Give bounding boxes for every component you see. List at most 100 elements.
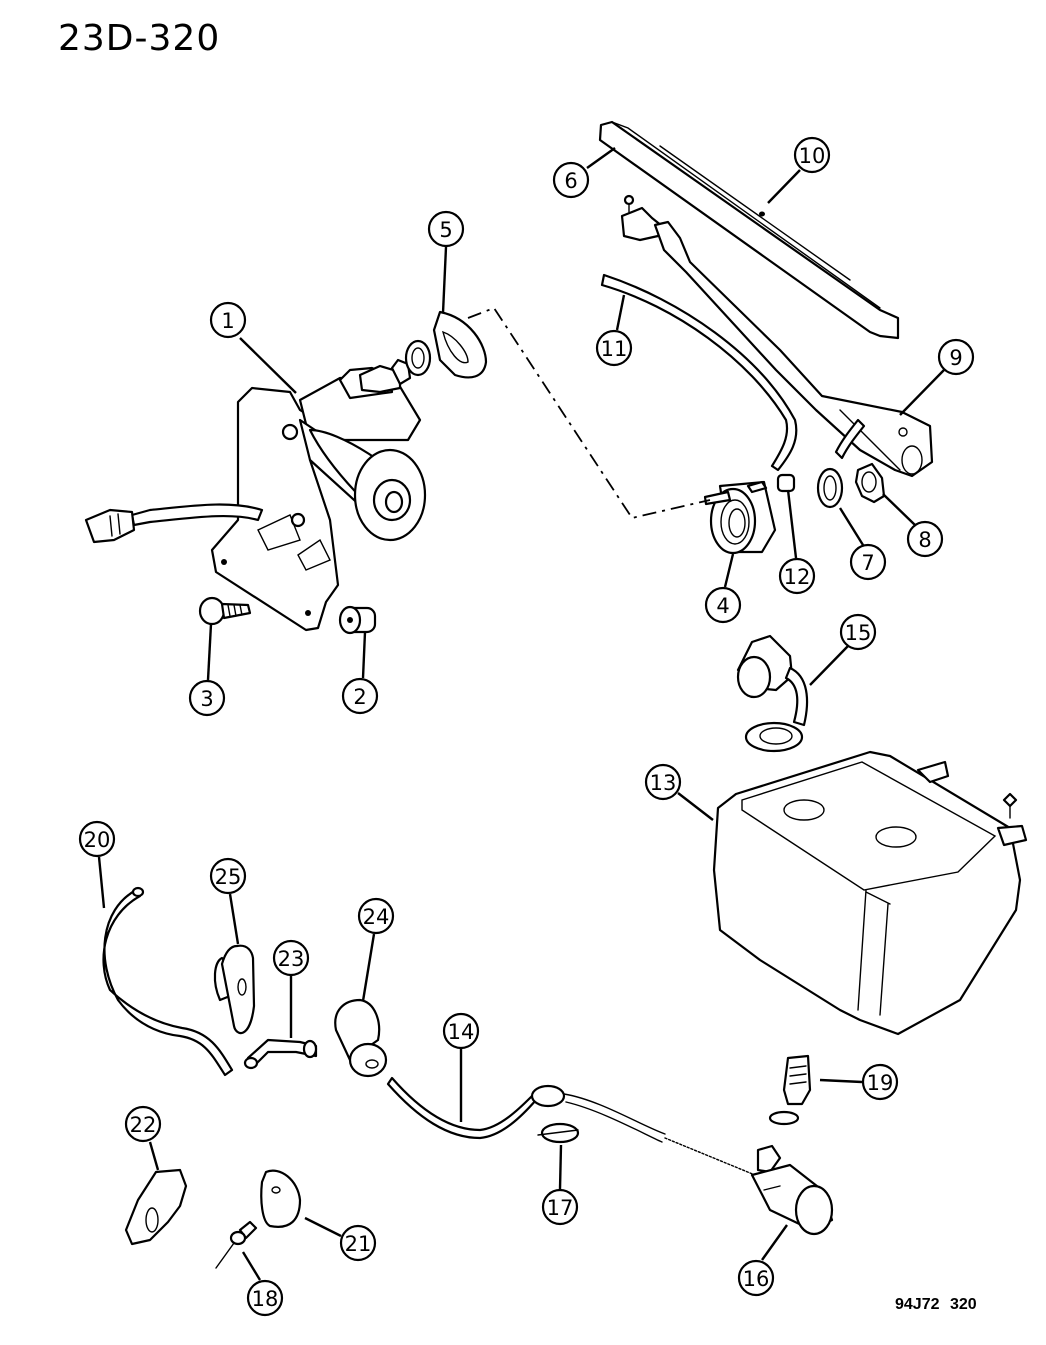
washer-hose-drawing	[600, 273, 866, 472]
nozzle-cover-drawing	[260, 1169, 302, 1228]
callout-leader-line	[882, 493, 916, 526]
washer-drawing	[816, 467, 844, 509]
callout-leader-line	[558, 1144, 563, 1190]
wiper-motor-drawing	[84, 358, 427, 632]
callout-circle	[188, 679, 226, 717]
assembly-line	[467, 306, 711, 520]
callout-leader-line	[148, 1141, 160, 1171]
callout-number: 10	[799, 144, 826, 168]
callout-circle	[861, 1063, 899, 1101]
wiper-blade-drawing	[598, 120, 900, 340]
callout-circle	[737, 1259, 775, 1297]
callout-number: 18	[252, 1287, 279, 1311]
callout-washer-hose: 11	[595, 294, 633, 367]
callout-reservoir-hose: 14	[442, 1012, 480, 1122]
callout-circle	[209, 301, 247, 339]
wiper-arm-drawing	[620, 194, 934, 478]
callout-grommet: 24	[357, 897, 395, 1002]
callout-wiper-motor: 1	[209, 301, 297, 394]
callout-circle	[778, 557, 816, 595]
callout-number: 2	[353, 685, 366, 709]
callout-motor-bolt: 3	[188, 623, 226, 717]
callout-circle	[937, 338, 975, 376]
motor-nut-drawing	[338, 605, 377, 635]
nozzle-cap-drawing	[776, 473, 796, 493]
callout-leader-line	[239, 337, 297, 394]
callout-hose-clip: 22	[124, 1105, 162, 1171]
callout-filter: 19	[819, 1063, 899, 1101]
callout-leader-line	[786, 489, 798, 559]
callout-leader-line	[441, 246, 448, 314]
callout-leader-line	[361, 933, 376, 1002]
callout-circle	[272, 939, 310, 977]
callout-number: 3	[200, 687, 213, 711]
callout-leader-line	[819, 1078, 863, 1084]
filter-drawing	[768, 1054, 812, 1126]
callout-leader-line	[767, 169, 801, 204]
callout-number: 16	[743, 1267, 770, 1291]
callout-number: 9	[949, 346, 962, 370]
grommet-drawing	[334, 998, 388, 1078]
callout-number: 5	[439, 218, 452, 242]
callout-circle	[541, 1188, 579, 1226]
washer-reservoir-drawing	[712, 750, 1028, 1036]
seal-plate-drawing	[404, 310, 488, 379]
callout-number: 22	[130, 1113, 157, 1137]
callout-circle	[839, 613, 877, 651]
callout-number: 1	[221, 309, 234, 333]
callout-circle	[357, 897, 395, 935]
callout-circle	[339, 1224, 377, 1262]
rivet-drawing	[215, 1220, 258, 1269]
callout-leader-line	[206, 623, 213, 681]
callout-leader-line	[809, 645, 849, 686]
callout-leader-line	[97, 856, 106, 909]
hose-drawing	[102, 886, 234, 1077]
callout-leader-line	[838, 507, 865, 546]
callout-number: 13	[650, 771, 677, 795]
callout-number: 24	[363, 905, 390, 929]
callout-check-valve: 17	[541, 1144, 579, 1226]
callout-circle	[124, 1105, 162, 1143]
callout-nozzle-cap: 12	[778, 489, 816, 595]
callout-number: 8	[918, 528, 931, 552]
callout-number: 17	[547, 1196, 574, 1220]
figure-code: 94J72 320	[895, 1296, 977, 1313]
callout-leader-line	[586, 147, 616, 169]
reservoir-hose-drawing	[386, 1076, 756, 1176]
callout-nozzle-cover: 21	[304, 1216, 377, 1262]
callout-hose: 20	[78, 820, 116, 909]
callout-washer: 7	[838, 507, 887, 581]
callout-circle	[442, 1012, 480, 1050]
callout-leader-line	[677, 792, 714, 821]
page-code: 23D-320	[58, 18, 221, 59]
callout-circle	[849, 543, 887, 581]
pivot-grommet-drawing	[703, 480, 777, 555]
callout-circle	[793, 136, 831, 174]
callout-leader-line	[761, 1224, 788, 1261]
callout-number: 6	[564, 169, 577, 193]
callout-number: 15	[845, 621, 872, 645]
callout-leader-line	[241, 1251, 262, 1281]
callout-washer-pump: 16	[737, 1224, 788, 1297]
callout-leader-line	[615, 294, 626, 331]
check-valve-drawing	[537, 1122, 580, 1144]
callout-circle	[552, 161, 590, 199]
callout-leader-line	[899, 369, 945, 416]
callout-number: 25	[215, 865, 242, 889]
callout-number: 21	[345, 1232, 372, 1256]
callout-wiper-blade: 6	[552, 147, 616, 199]
callout-seal-plate: 5	[427, 210, 465, 314]
elbow-connector-drawing	[243, 1038, 318, 1070]
reservoir-cap-drawing	[736, 634, 809, 753]
callout-wiper-arm: 9	[899, 338, 975, 416]
callout-motor-nut: 2	[341, 631, 379, 715]
callout-layer: 1234567891011121314151617181920212223242…	[78, 136, 975, 1317]
callout-number: 11	[601, 337, 628, 361]
callout-circle	[595, 329, 633, 367]
arm-nut-drawing	[854, 462, 886, 504]
callout-number: 23	[278, 947, 305, 971]
callout-number: 12	[784, 565, 811, 589]
callout-circle	[644, 763, 682, 801]
washer-pump-drawing	[750, 1144, 834, 1236]
